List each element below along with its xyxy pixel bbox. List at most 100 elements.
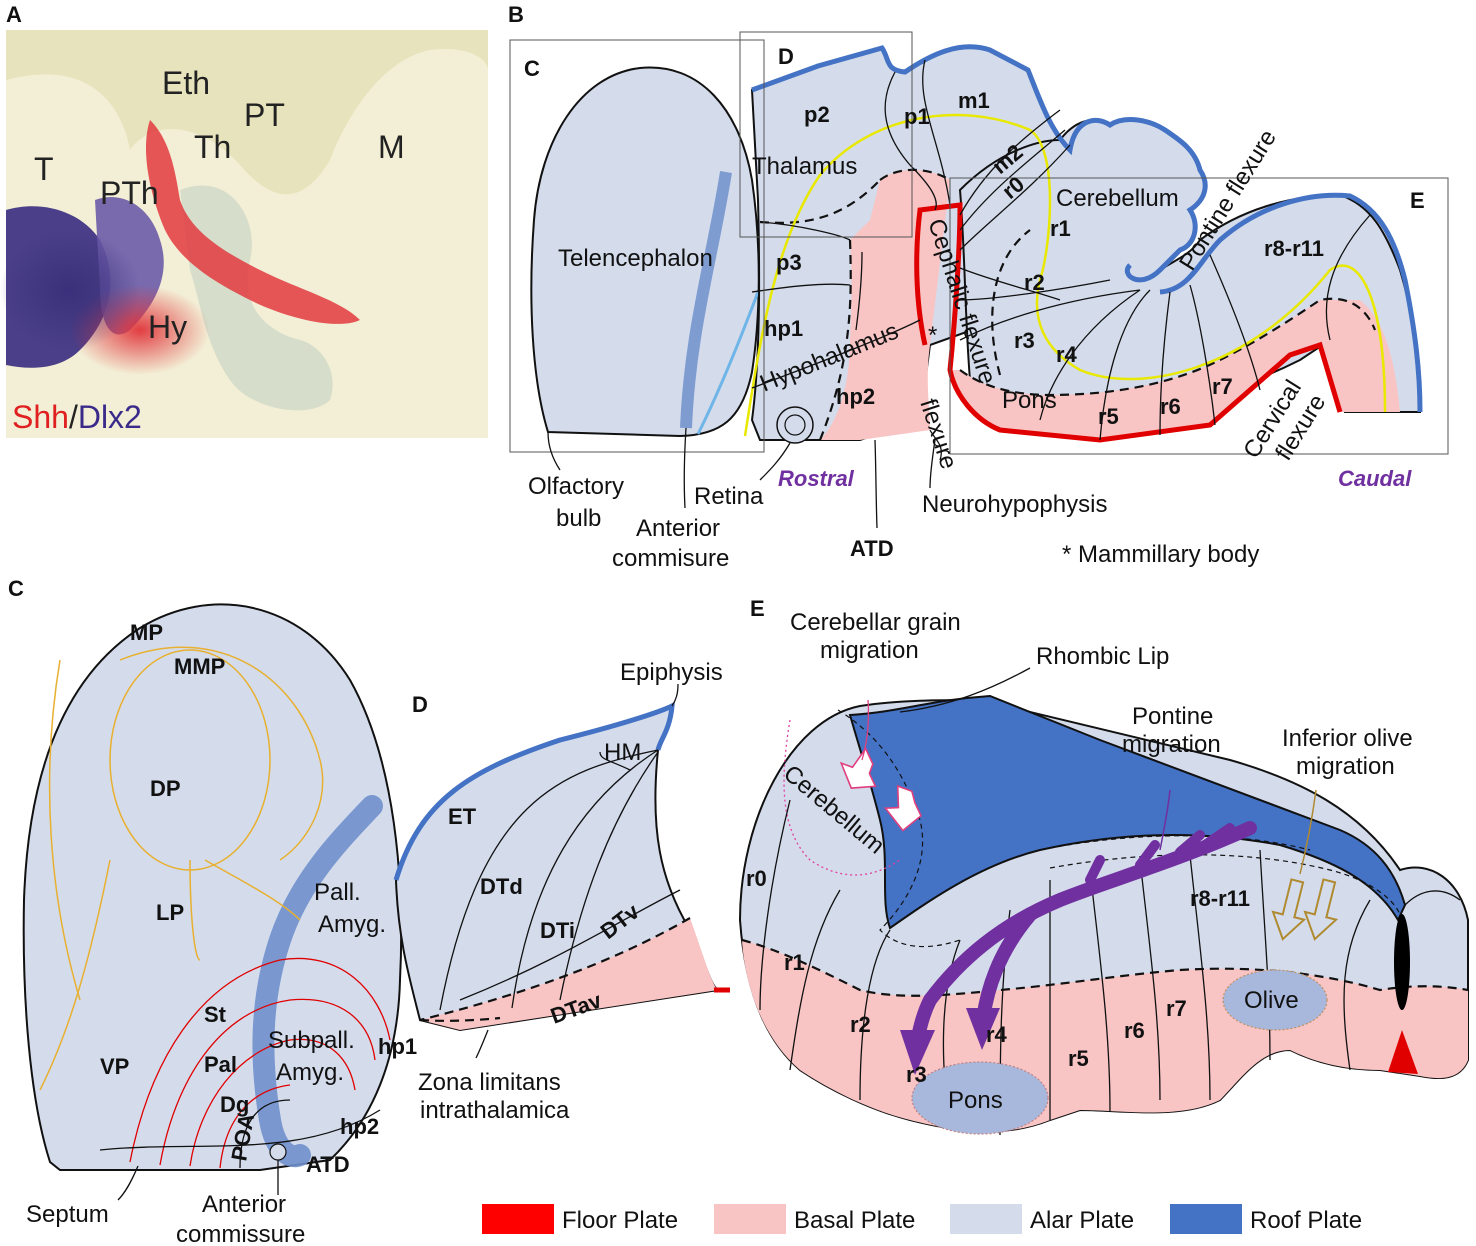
e-cerebellum-dotted	[783, 719, 901, 876]
panel-e: E	[738, 596, 1469, 1136]
b-box-c	[509, 39, 765, 453]
e-r4: r4	[986, 1022, 1008, 1047]
b-cerebellum: Cerebellum	[1056, 185, 1179, 212]
stain-dlx2: Dlx2	[78, 399, 142, 435]
b-hp1: hp1	[764, 316, 803, 341]
e-pontine-1: Pontine	[1132, 703, 1213, 730]
e-rhombic-line	[899, 667, 1031, 713]
b-box-d-label: D	[778, 44, 794, 69]
e-inner-dash-3	[1039, 835, 1311, 851]
panel-d-letter: D	[412, 692, 428, 717]
c-anterior-2: commissure	[176, 1221, 305, 1246]
label-pth: PTh	[100, 175, 159, 211]
e-pontine-arrow-2	[966, 1008, 1000, 1050]
e-grain-1: Cerebellar grain	[790, 609, 961, 636]
b-p1: p1	[904, 104, 930, 129]
e-r1: r1	[784, 950, 805, 975]
c-septum: Septum	[26, 1201, 109, 1228]
e-inner-dash-2	[1049, 854, 1401, 916]
b-r3: r3	[1014, 328, 1035, 353]
c-mp: MP	[130, 620, 163, 645]
e-olive-label: Olive	[1244, 987, 1299, 1014]
e-grain-arrow-2	[883, 784, 922, 832]
e-pons	[911, 1061, 1049, 1135]
e-grain-arrow-1	[839, 747, 877, 789]
label-eth: Eth	[162, 65, 210, 101]
b-dash-p3	[759, 179, 881, 224]
panel-a-ventricle	[180, 185, 333, 411]
e-black-ellipse	[1394, 914, 1410, 1010]
d-dti: DTi	[540, 918, 575, 943]
e-grain-line	[861, 699, 870, 761]
panel-d: D HM ET DTd DTi DTv DTav Epiphysis Zona …	[393, 659, 730, 1124]
e-r7: r7	[1166, 996, 1187, 1021]
b-telencephalon-band	[680, 171, 732, 429]
b-olfactory-2: bulb	[556, 505, 601, 532]
e-inner-dash-1	[837, 709, 961, 948]
b-box-e	[949, 177, 1449, 455]
b-r8r11: r8-r11	[1264, 236, 1324, 261]
panel-c-letter: C	[8, 576, 24, 601]
b-r2: r2	[1024, 270, 1045, 295]
b-yellow-line	[743, 113, 1387, 437]
b-retina	[776, 406, 814, 444]
d-dtd: DTd	[480, 874, 523, 899]
e-pontine-branches	[1085, 823, 1235, 885]
d-epiphysis-line	[671, 683, 679, 707]
legend: Floor Plate Basal Plate Alar Plate Roof …	[482, 1204, 1362, 1234]
panel-e-letter: E	[750, 596, 765, 621]
b-callout-lines	[547, 427, 936, 529]
b-dash-hypo	[818, 239, 852, 441]
c-septum-line	[117, 1165, 139, 1201]
c-atd: ATD	[306, 1152, 350, 1177]
legend-swatch-roof	[1170, 1204, 1242, 1234]
e-r8r11: r8-r11	[1190, 886, 1250, 911]
d-et: ET	[448, 804, 477, 829]
label-m: M	[378, 129, 405, 165]
stain-sep: /	[69, 399, 78, 435]
b-floor-plate	[914, 202, 1343, 443]
c-anterior-1: Anterior	[202, 1191, 286, 1218]
stain-shh: Shh	[12, 399, 69, 435]
label-th: Th	[194, 129, 231, 165]
c-subpall-1: Subpall.	[268, 1027, 355, 1054]
b-hp2: hp2	[836, 384, 875, 409]
e-roof-plate	[848, 694, 1407, 930]
e-olive	[1222, 969, 1328, 1031]
stain-legend: Shh/Dlx2	[12, 399, 142, 435]
b-retina-inner	[784, 414, 806, 436]
c-st: St	[204, 1002, 227, 1027]
c-mmp: MMP	[174, 654, 225, 679]
b-dash-hindbrain	[959, 297, 1377, 397]
b-neuromere-lines	[751, 59, 1371, 441]
d-zli-1: Zona limitans	[418, 1069, 561, 1096]
b-roof-rostral	[751, 44, 1208, 283]
b-neurohypophysis-label: Neurohypophysis	[922, 491, 1107, 518]
b-neurohypophysis	[929, 429, 942, 461]
d-dash-2	[419, 1016, 501, 1022]
c-poa-line	[239, 1099, 291, 1169]
legend-swatch-basal	[714, 1204, 786, 1234]
b-olfactory-1: Olfactory	[528, 473, 624, 500]
e-olive-callout-line	[1299, 789, 1317, 875]
legend-label-floor: Floor Plate	[562, 1207, 678, 1234]
e-olive-arrow-2	[1303, 878, 1339, 941]
panel-c: C MP MMP DP LP VP St Pal Dg POA Pa	[8, 576, 417, 1246]
d-roof	[393, 701, 675, 881]
b-box-c-label: C	[524, 56, 540, 81]
b-atd: ATD	[850, 536, 894, 561]
label-hy: Hy	[148, 309, 187, 345]
e-rhombic: Rhombic Lip	[1036, 643, 1169, 670]
b-r6: r6	[1160, 394, 1181, 419]
c-dp: DP	[150, 776, 181, 801]
c-base-line	[99, 1109, 381, 1151]
b-p3: p3	[776, 250, 802, 275]
d-zli-line	[475, 1029, 489, 1059]
d-basal	[420, 918, 718, 1030]
panel-a-dlx2-glow	[0, 230, 140, 350]
e-pons-label: Pons	[948, 1087, 1003, 1114]
e-r3: r3	[906, 1062, 927, 1087]
e-pontine-arrow-1	[900, 1030, 935, 1075]
legend-label-roof: Roof Plate	[1250, 1207, 1362, 1234]
